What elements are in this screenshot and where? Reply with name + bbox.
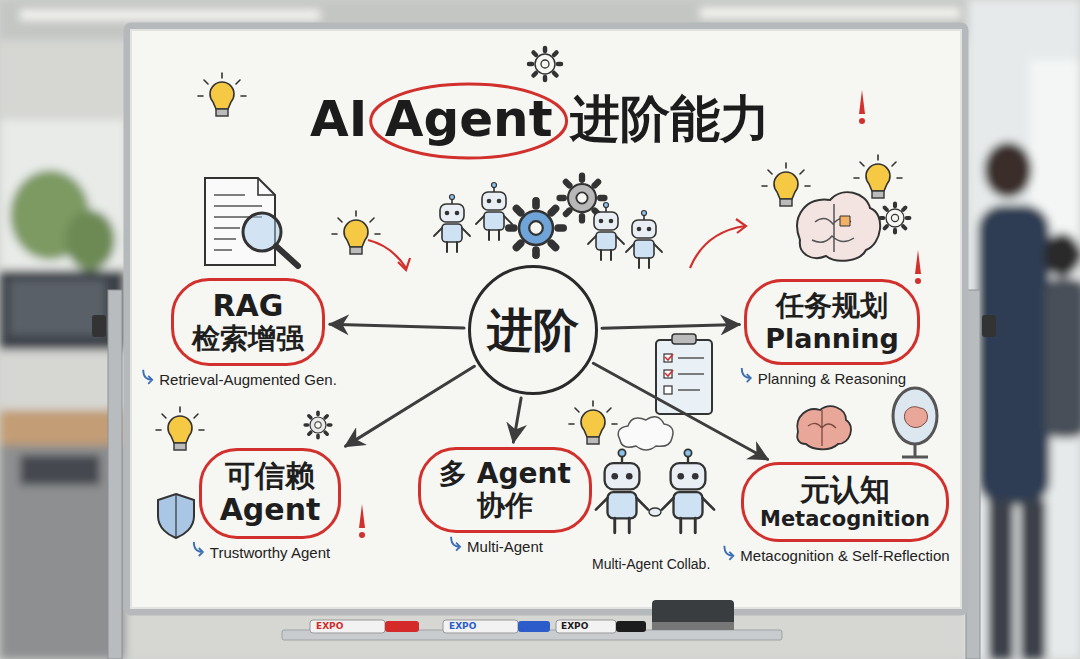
node-subtitle: Metacognition & Self-Reflection — [740, 547, 949, 564]
node-body: Planning — [765, 323, 899, 354]
hook-arrow — [194, 542, 203, 556]
stand-knob — [982, 315, 996, 337]
node-text-group: 可信赖Agent — [220, 459, 321, 528]
sketch-arrow — [398, 258, 410, 270]
lightbulb-icon — [854, 155, 902, 198]
lightbulb-icon — [156, 407, 204, 450]
marker-brand: EXPO — [316, 621, 343, 632]
node-subtitle: Planning & Reasoning — [758, 370, 906, 387]
gear-icon — [305, 412, 331, 438]
hub-circle: 进阶 — [468, 265, 598, 395]
node-subtitle: Retrieval-Augmented Gen. — [159, 371, 337, 388]
node-heading: 可信赖 — [220, 459, 321, 494]
robot-figure — [662, 449, 714, 532]
connector-arrow — [330, 324, 464, 328]
gear-icon — [881, 204, 910, 233]
document-magnifier-icon — [205, 178, 298, 266]
node-text-group: 元认知Metacognition — [760, 473, 930, 532]
connector-arrow — [593, 363, 767, 459]
node-text-group: 任务规划Planning — [765, 290, 899, 353]
brain-icon — [797, 192, 880, 261]
node-heading: 进阶 — [487, 304, 579, 357]
hook-arrow — [143, 370, 152, 384]
node-body: Agent — [220, 493, 321, 528]
topic-box: RAG检索增强Retrieval-Augmented Gen. — [171, 278, 325, 367]
eraser-felt — [652, 622, 734, 630]
sketch-arrow — [736, 219, 746, 233]
mirror-icon — [893, 388, 937, 457]
topic-box: 多 Agent协作Multi-Agent — [418, 447, 592, 533]
thought-cloud — [618, 417, 673, 450]
node-text-group: 进阶 — [487, 304, 579, 357]
connector-arrow — [346, 366, 475, 446]
connector-arrow — [602, 325, 739, 329]
lightbulb-icon — [762, 163, 810, 206]
marker-cap — [616, 621, 646, 632]
topic-box: 任务规划PlanningPlanning & Reasoning — [744, 279, 920, 364]
topic-box: 元认知MetacognitionMetacognition & Self-Ref… — [741, 462, 949, 543]
marker-body — [556, 620, 616, 633]
robot-figure — [476, 183, 512, 241]
node-subtitle: Multi-Agent — [467, 538, 543, 555]
robot-figure — [588, 203, 624, 261]
topic-box: 可信赖AgentTrustworthy Agent — [199, 448, 342, 539]
node-text-group: 多 Agent协作 — [439, 458, 571, 522]
lightbulb-icon — [332, 211, 380, 254]
node-subtitle: Trustworthy Agent — [210, 544, 330, 561]
hook-arrow — [742, 368, 751, 382]
marker-body — [443, 620, 518, 633]
robot-figure — [596, 449, 648, 532]
diagram-title: AI Agent 进阶能力 — [0, 86, 1080, 153]
exclamation-mark — [859, 90, 865, 124]
robot-figure — [626, 211, 662, 269]
marker-brand: EXPO — [561, 621, 588, 632]
stand-leg — [108, 290, 122, 659]
gear-icon — [529, 48, 561, 80]
node-heading: 元认知 — [760, 473, 930, 508]
handshake — [649, 508, 661, 516]
robot-figure — [434, 195, 470, 253]
shield-icon — [158, 494, 194, 538]
node-heading: RAG — [192, 289, 304, 324]
node-body: Metacognition — [760, 507, 930, 531]
hook-arrow — [451, 537, 460, 551]
lightbulb-icon — [569, 401, 617, 444]
gear-icon — [509, 201, 563, 255]
brain-icon — [797, 406, 851, 449]
exclamation-mark — [359, 504, 365, 538]
node-body: 检索增强 — [192, 323, 304, 355]
illustration-caption: Multi-Agent Collab. — [592, 556, 710, 573]
node-body: 协作 — [439, 490, 571, 522]
node-heading: 多 Agent — [439, 458, 571, 490]
marker-brand: EXPO — [449, 621, 476, 632]
marker-body — [310, 620, 385, 633]
connector-arrow — [513, 398, 521, 442]
marker-cap — [385, 621, 419, 632]
lightbulb-icon — [198, 73, 246, 116]
exclamation-mark — [915, 250, 921, 284]
stand-knob — [92, 315, 106, 337]
eraser — [652, 600, 734, 630]
hook-arrow — [724, 546, 733, 560]
node-text-group: RAG检索增强 — [192, 289, 304, 356]
node-heading: 任务规划 — [765, 290, 899, 322]
marker-cap — [518, 621, 550, 632]
